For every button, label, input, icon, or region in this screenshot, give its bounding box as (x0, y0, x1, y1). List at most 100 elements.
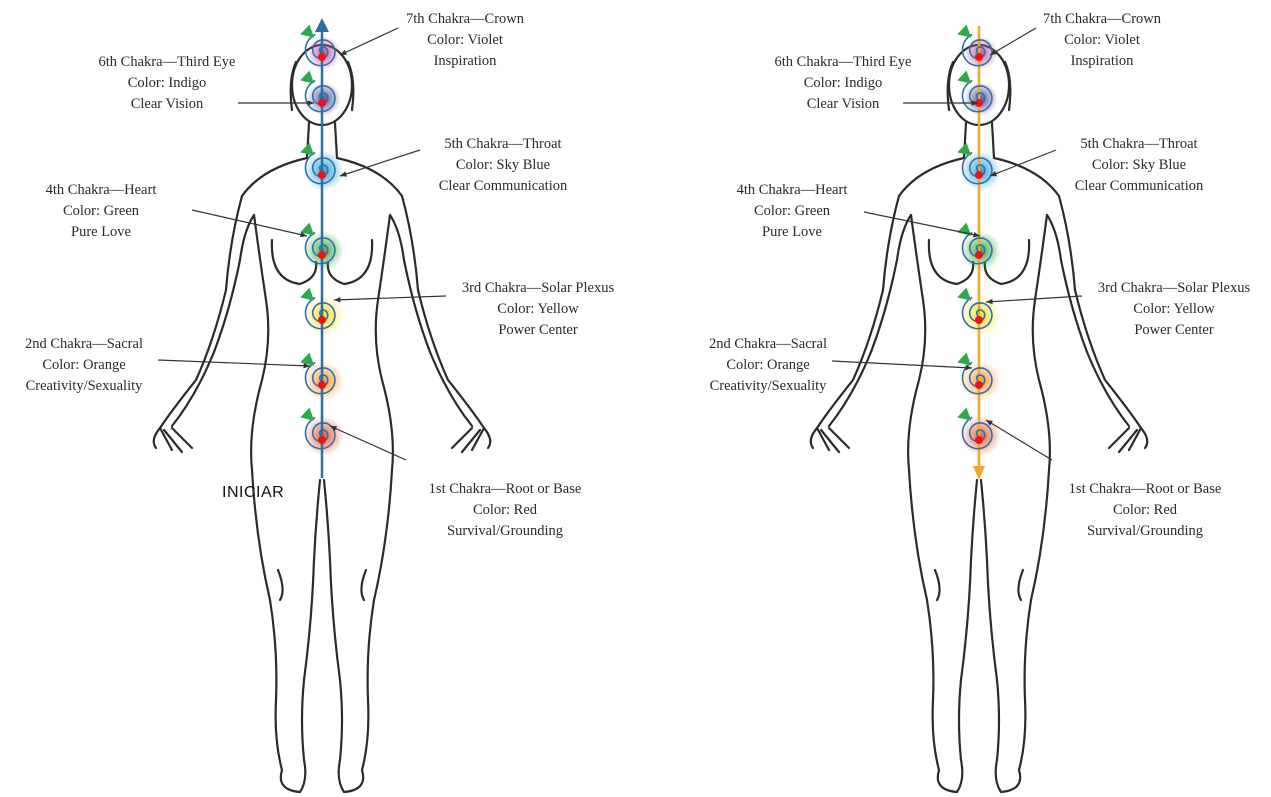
crown-color: Color: Violet (380, 30, 550, 51)
right-knee (1018, 570, 1023, 600)
label-root: 1st Chakra—Root or Base Color: Red Survi… (1040, 479, 1250, 542)
label-throat: 5th Chakra—Throat Color: Sky Blue Clear … (1054, 134, 1224, 197)
right-hand (452, 428, 490, 452)
chakra-dot (318, 381, 326, 389)
sacral-title: 2nd Chakra—Sacral (686, 334, 850, 355)
start-label: INICIAR (222, 484, 284, 502)
spin-arrow-icon (955, 25, 971, 42)
left-leg (252, 470, 320, 792)
spin-arrow-icon (298, 71, 314, 88)
pointer-line-sacral (158, 360, 310, 366)
solar-meaning: Power Center (1079, 320, 1269, 341)
label-solar-plexus: 3rd Chakra—Solar Plexus Color: Yellow Po… (443, 278, 633, 341)
heart-title: 4th Chakra—Heart (26, 180, 176, 201)
solar-title: 3rd Chakra—Solar Plexus (443, 278, 633, 299)
root-meaning: Survival/Grounding (1040, 521, 1250, 542)
heart-meaning: Pure Love (717, 222, 867, 243)
chakra-dot (975, 251, 983, 259)
chakra-dot (975, 53, 983, 61)
label-third-eye: 6th Chakra—Third Eye Color: Indigo Clear… (77, 52, 257, 115)
label-heart: 4th Chakra—Heart Color: Green Pure Love (717, 180, 867, 243)
sacral-meaning: Creativity/Sexuality (2, 376, 166, 397)
spin-arrow-icon (298, 25, 314, 42)
chakra-dot (318, 171, 326, 179)
chakra-dot (975, 381, 983, 389)
heart-meaning: Pure Love (26, 222, 176, 243)
root-title: 1st Chakra—Root or Base (400, 479, 610, 500)
neck-right (992, 123, 994, 158)
axis-arrow-up-icon (315, 18, 329, 32)
sacral-color: Color: Orange (2, 355, 166, 376)
torso-left (251, 215, 268, 470)
axis-arrow-down-icon (973, 466, 985, 480)
eye-title: 6th Chakra—Third Eye (753, 52, 933, 73)
crown-title: 7th Chakra—Crown (1017, 9, 1187, 30)
torso-left (908, 215, 925, 470)
chakra-dot (975, 171, 983, 179)
solar-color: Color: Yellow (443, 299, 633, 320)
torso-right (376, 215, 393, 470)
left-hand (154, 428, 192, 452)
right-knee (361, 570, 366, 600)
throat-meaning: Clear Communication (418, 176, 588, 197)
chakra-dot (975, 436, 983, 444)
eye-meaning: Clear Vision (77, 94, 257, 115)
solar-meaning: Power Center (443, 320, 633, 341)
throat-color: Color: Sky Blue (418, 155, 588, 176)
right-panel: 7th Chakra—Crown Color: Violet Inspirati… (636, 0, 1271, 797)
crown-color: Color: Violet (1017, 30, 1187, 51)
label-sacral: 2nd Chakra—Sacral Color: Orange Creativi… (686, 334, 850, 397)
eye-title: 6th Chakra—Third Eye (77, 52, 257, 73)
label-crown: 7th Chakra—Crown Color: Violet Inspirati… (380, 9, 550, 72)
right-leg (324, 470, 392, 792)
pointer-line-sacral (832, 361, 972, 368)
spin-arrow-icon (955, 71, 971, 88)
label-crown: 7th Chakra—Crown Color: Violet Inspirati… (1017, 9, 1187, 72)
chakra-dot (975, 316, 983, 324)
neck-right (335, 123, 337, 158)
eye-meaning: Clear Vision (753, 94, 933, 115)
heart-title: 4th Chakra—Heart (717, 180, 867, 201)
throat-meaning: Clear Communication (1054, 176, 1224, 197)
crown-title: 7th Chakra—Crown (380, 9, 550, 30)
crown-meaning: Inspiration (1017, 51, 1187, 72)
sacral-title: 2nd Chakra—Sacral (2, 334, 166, 355)
right-leg (981, 470, 1049, 792)
sacral-meaning: Creativity/Sexuality (686, 376, 850, 397)
heart-color: Color: Green (717, 201, 867, 222)
label-sacral: 2nd Chakra—Sacral Color: Orange Creativi… (2, 334, 166, 397)
sacral-color: Color: Orange (686, 355, 850, 376)
label-third-eye: 6th Chakra—Third Eye Color: Indigo Clear… (753, 52, 933, 115)
root-meaning: Survival/Grounding (400, 521, 610, 542)
right-hand (1109, 428, 1147, 452)
left-hand (811, 428, 849, 452)
pointer-line-heart (192, 210, 307, 236)
root-color: Color: Red (400, 500, 610, 521)
torso-right (1033, 215, 1050, 470)
chakra-dot (318, 316, 326, 324)
throat-color: Color: Sky Blue (1054, 155, 1224, 176)
chakra-dot (318, 53, 326, 61)
label-solar-plexus: 3rd Chakra—Solar Plexus Color: Yellow Po… (1079, 278, 1269, 341)
pointer-line-throat (990, 150, 1056, 176)
label-throat: 5th Chakra—Throat Color: Sky Blue Clear … (418, 134, 588, 197)
chakra-dot (318, 436, 326, 444)
pointer-line-heart (864, 212, 980, 236)
solar-color: Color: Yellow (1079, 299, 1269, 320)
root-title: 1st Chakra—Root or Base (1040, 479, 1250, 500)
eye-color: Color: Indigo (77, 73, 257, 94)
solar-title: 3rd Chakra—Solar Plexus (1079, 278, 1269, 299)
chakra-dot (318, 251, 326, 259)
label-root: 1st Chakra—Root or Base Color: Red Survi… (400, 479, 610, 542)
left-knee (278, 570, 283, 600)
throat-title: 5th Chakra—Throat (418, 134, 588, 155)
chakra-dot (318, 99, 326, 107)
left-panel: 7th Chakra—Crown Color: Violet Inspirati… (0, 0, 636, 797)
crown-meaning: Inspiration (380, 51, 550, 72)
throat-title: 5th Chakra—Throat (1054, 134, 1224, 155)
root-color: Color: Red (1040, 500, 1250, 521)
left-body-diagram (0, 0, 636, 797)
eye-color: Color: Indigo (753, 73, 933, 94)
left-knee (935, 570, 940, 600)
label-heart: 4th Chakra—Heart Color: Green Pure Love (26, 180, 176, 243)
